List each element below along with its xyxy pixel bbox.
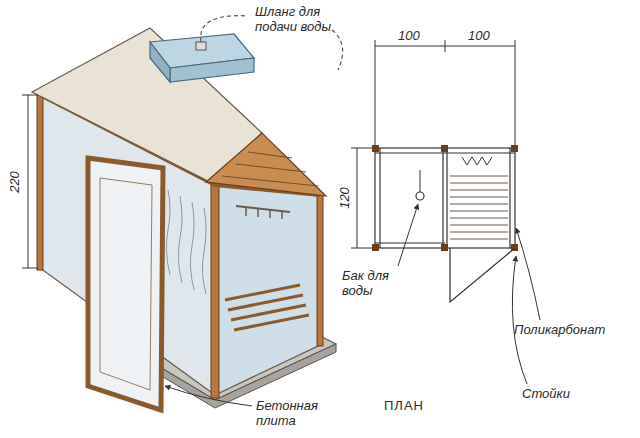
roof-gable [206,133,326,196]
part-label: Стойки [522,386,592,401]
plan-slats [450,176,508,239]
door-swing [450,248,515,302]
door-panel [100,178,152,390]
dimension-value: 100 [468,28,498,43]
view-title: ПЛАН [384,398,444,413]
dimension-100 [375,40,515,148]
plan-view [351,40,540,384]
leader-line [165,386,252,406]
part-label: Бетонная плита [256,398,328,428]
tank-symbol [416,192,424,200]
gable-boards [222,152,318,186]
part-label: Поликарбонат [514,322,624,337]
roof [32,28,326,196]
front-post [211,183,219,398]
floor-grate [225,285,309,330]
leader-line [516,228,540,320]
dimension-value: 120 [337,187,352,209]
water-tank [150,34,254,82]
shower-drips [246,208,282,219]
back-post [37,92,43,270]
part-label: Бак для воды [342,268,404,298]
curtain [166,190,206,294]
right-wall [215,185,320,395]
tank-front [170,58,254,82]
dimension-220 [22,95,38,268]
door [88,158,163,410]
part-label: Шланг для подачи воды [255,4,343,34]
leader-line [398,204,418,266]
plan-posts [372,145,518,251]
dimension-value: 100 [398,28,428,43]
right-post [317,193,323,346]
plan-zigzag [462,157,492,165]
hose-line [332,30,343,70]
tank-pipe [420,170,421,192]
dimension-120 [351,148,375,248]
dimension-value: 220 [7,171,22,193]
leader-line [512,256,527,384]
hose-line [201,16,248,42]
door-frame [88,158,163,410]
tank-inlet [196,42,206,50]
plan-walls [375,148,515,248]
tank-side [150,42,170,82]
roof-slope [32,28,262,182]
